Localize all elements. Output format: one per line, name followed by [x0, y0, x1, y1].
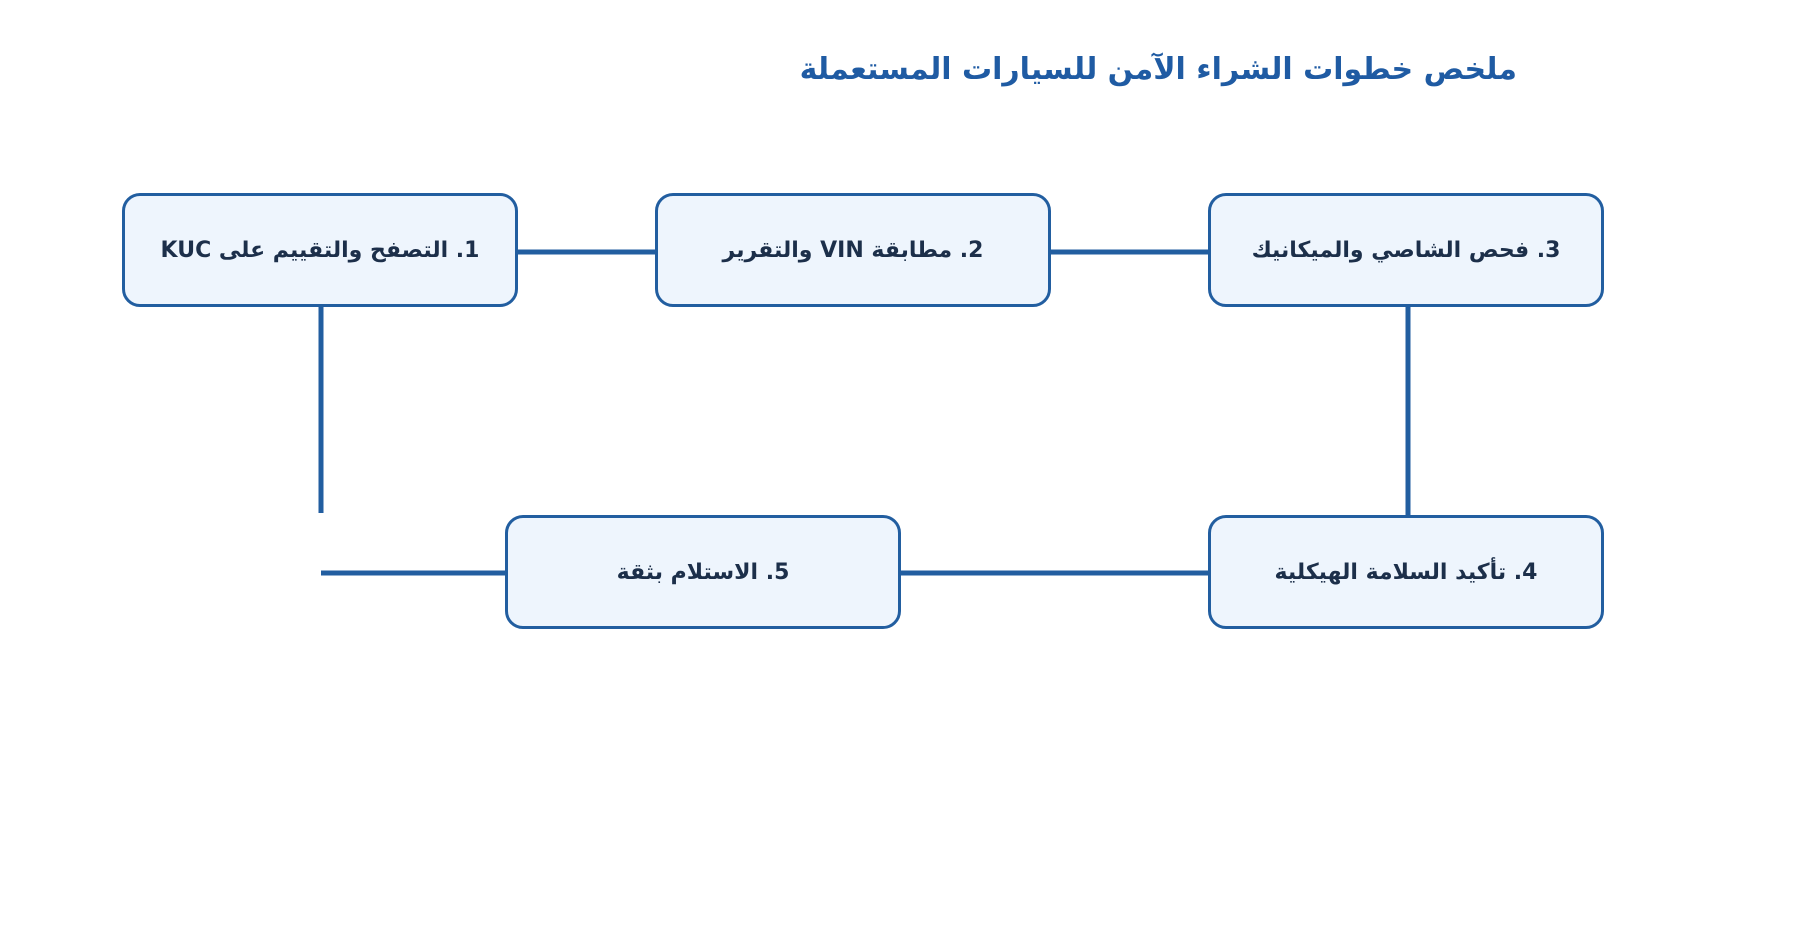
step-3-chassis-mechanical-check: 3. فحص الشاصي والميكانيك [1208, 193, 1604, 307]
step-4-structural-safety: 4. تأكيد السلامة الهيكلية [1208, 515, 1604, 629]
step-2-vin-match-report: 2. مطابقة VIN والتقرير [655, 193, 1051, 307]
step-1-browse-evaluate: 1. التصفح والتقييم على KUC [122, 193, 518, 307]
diagram-title: ملخص خطوات الشراء الآمن للسيارات المستعم… [799, 52, 1517, 87]
step-5-delivery: 5. الاستلام بثقة [505, 515, 901, 629]
